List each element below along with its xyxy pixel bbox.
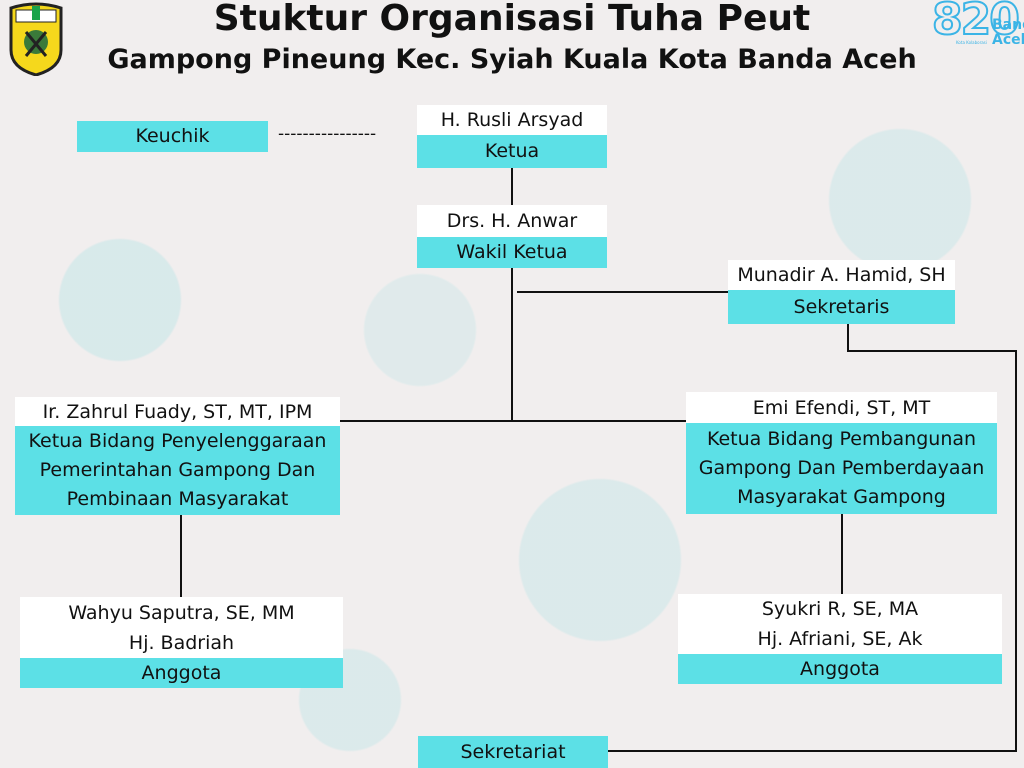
bidang-left-role: Ketua Bidang Penyelenggaraan Pemerintaha…	[15, 426, 340, 515]
ketua-role: Ketua	[417, 135, 607, 168]
sekretaris-name: Munadir A. Hamid, SH	[728, 260, 955, 290]
bidang-right-role: Ketua Bidang Pembangunan Gampong Dan Pem…	[686, 423, 997, 514]
keuchik-box: Keuchik	[77, 121, 268, 152]
connector-sekretariat-2	[847, 350, 1017, 352]
connector-left-anggota	[180, 515, 182, 597]
connector-bidang-horizontal	[340, 420, 686, 422]
anggota-right-role: Anggota	[678, 654, 1002, 684]
connector-wakil-down	[511, 268, 513, 422]
page-title: Stuktur Organisasi Tuha Peut	[213, 0, 811, 39]
anggota-right-names: Syukri R, SE, MA Hj. Afriani, SE, Ak	[678, 594, 1002, 654]
sekretariat-box: Sekretariat	[418, 736, 608, 768]
connector-sekretariat-3	[1015, 350, 1017, 752]
wakil-role: Wakil Ketua	[417, 237, 607, 268]
connector-sekretariat-4	[608, 750, 1017, 752]
connector-right-anggota	[841, 510, 843, 594]
anggota-left-names: Wahyu Saputra, SE, MM Hj. Badriah	[20, 597, 343, 658]
bidang-left-name: Ir. Zahrul Fuady, ST, MT, IPM	[15, 397, 340, 426]
sekretaris-role: Sekretaris	[728, 290, 955, 324]
keuchik-dashed-link: ----------------	[278, 124, 377, 144]
wakil-name: Drs. H. Anwar	[417, 205, 607, 237]
ketua-name: H. Rusli Arsyad	[417, 105, 607, 135]
page-subtitle: Gampong Pineung Kec. Syiah Kuala Kota Ba…	[107, 44, 917, 75]
connector-sekretariat-1	[847, 324, 849, 352]
bidang-right-name: Emi Efendi, ST, MT	[686, 392, 997, 423]
connector-sekretaris	[517, 291, 728, 293]
banda-aceh-820-logo: 820 Banda Aceh Kota Kolaborasi	[931, 0, 1024, 48]
connector-ketua-wakil	[511, 168, 513, 205]
aceh-crest-logo	[8, 2, 64, 77]
anggota-left-role: Anggota	[20, 658, 343, 688]
